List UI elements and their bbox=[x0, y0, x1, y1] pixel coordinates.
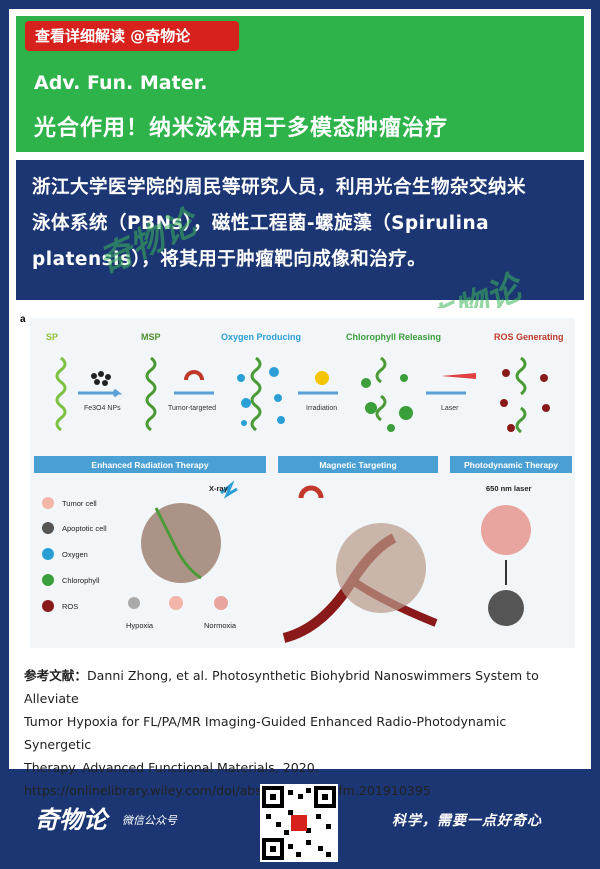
hypoxia-label: Hypoxia bbox=[126, 621, 154, 630]
cell-icon bbox=[169, 596, 183, 610]
legend-swatch-ros bbox=[42, 600, 54, 612]
spirulina-spiral bbox=[154, 507, 202, 580]
xray-bolt-icon bbox=[220, 480, 238, 499]
figure: a SP MSP Oxygen Producing Chlorophyll Re… bbox=[16, 308, 584, 656]
figure-illustration: a SP MSP Oxygen Producing Chlorophyll Re… bbox=[20, 314, 575, 648]
reference-text: Danni Zhong, et al. Photosynthetic Biohy… bbox=[24, 668, 539, 706]
legend-swatch-oxygen bbox=[42, 548, 54, 560]
section-magnetic: Magnetic Targeting bbox=[319, 460, 396, 470]
spirulina-spiral bbox=[250, 356, 262, 432]
section-header-bar bbox=[450, 456, 572, 473]
summary-text: 浙江大学医学院的周民等研究人员，利用光合生物杂交纳米 泳体系统（PBNs），磁性… bbox=[32, 170, 572, 278]
spirulina-spiral bbox=[515, 356, 527, 434]
apoptotic-cell bbox=[488, 590, 524, 626]
arrow-label: Irradiation bbox=[306, 405, 337, 412]
reference-text: Therapy. Advanced Functional Materials, … bbox=[24, 760, 319, 775]
legend-label: Tumor cell bbox=[62, 499, 97, 508]
summary-line: platensis），将其用于肿瘤靶向成像和治疗。 bbox=[32, 249, 427, 270]
laser-label: 650 nm laser bbox=[486, 484, 532, 493]
radiation-icon bbox=[315, 371, 329, 385]
footer-logo: 奇物论 bbox=[35, 805, 107, 834]
footer-slogan: 科学，需要一点好奇心 bbox=[392, 813, 542, 829]
section-header-bar bbox=[34, 456, 266, 473]
summary-panel bbox=[16, 160, 584, 300]
laser-icon bbox=[441, 373, 476, 379]
oxygen-dots bbox=[237, 367, 285, 426]
section-radiation: Enhanced Radiation Therapy bbox=[91, 460, 208, 470]
legend-swatch-apoptotic bbox=[42, 522, 54, 534]
stage-ros: ROS Generating bbox=[494, 332, 564, 342]
summary-line: 泳体系统（PBNs），磁性工程菌-螺旋藻（Spirulina bbox=[32, 213, 490, 234]
qr-code[interactable] bbox=[260, 784, 338, 862]
figure-background bbox=[30, 318, 575, 648]
stage-msp: MSP bbox=[141, 332, 161, 342]
normoxia-label: Normoxia bbox=[204, 621, 237, 630]
tumor-mass bbox=[336, 523, 426, 613]
journal-name: Adv. Fun. Mater. bbox=[34, 72, 208, 94]
arrow-icon bbox=[78, 388, 123, 398]
spirulina-spiral bbox=[145, 356, 157, 432]
stage-chlorophyll: Chlorophyll Releasing bbox=[346, 332, 441, 342]
magnet-icon bbox=[184, 370, 204, 381]
nanoparticles bbox=[91, 371, 111, 386]
stage-oxygen: Oxygen Producing bbox=[221, 332, 301, 342]
summary-line: 浙江大学医学院的周民等研究人员，利用光合生物杂交纳米 bbox=[32, 177, 527, 198]
chlorophyll-dots bbox=[361, 374, 413, 432]
arrow-label: Laser bbox=[441, 405, 459, 412]
legend-label: Chlorophyll bbox=[62, 576, 100, 585]
legend-swatch-tumor bbox=[42, 497, 54, 509]
tumor-mass bbox=[141, 503, 221, 583]
legend-swatch-chlorophyll bbox=[42, 574, 54, 586]
arrow-label: Tumor-targeted bbox=[168, 405, 216, 412]
article-title: 光合作用！纳米泳体用于多模态肿瘤治疗 bbox=[34, 116, 449, 141]
legend-label: Apoptotic cell bbox=[62, 524, 107, 533]
spirulina-spiral bbox=[55, 356, 67, 432]
section-header-bar bbox=[278, 456, 438, 473]
reference-label: 参考文献： bbox=[24, 668, 87, 683]
reference: 参考文献：Danni Zhong, et al. Photosynthetic … bbox=[24, 664, 576, 798]
section-photodynamic: Photodynamic Therapy bbox=[464, 460, 558, 470]
stage-sp: SP bbox=[46, 332, 58, 342]
legend-label: ROS bbox=[62, 602, 78, 611]
magnet-icon bbox=[298, 485, 324, 499]
spirulina-spiral bbox=[375, 356, 387, 422]
reference-text: Tumor Hypoxia for FL/PA/MR Imaging-Guide… bbox=[24, 714, 507, 752]
cell-icon bbox=[214, 596, 228, 610]
qr-code-icon bbox=[262, 786, 336, 860]
footer-subtitle: 微信公众号 bbox=[122, 814, 177, 827]
arrow-label: Fe3O4 NPs bbox=[84, 405, 121, 412]
xray-label: X-ray bbox=[209, 484, 229, 493]
tumor-cell bbox=[481, 505, 531, 555]
detail-badge[interactable]: 查看详细解读 @奇物论 bbox=[25, 21, 239, 51]
ros-dots bbox=[500, 369, 550, 432]
figure-label: a bbox=[20, 314, 26, 325]
legend-label: Oxygen bbox=[62, 550, 88, 559]
cell-icon bbox=[128, 597, 140, 609]
